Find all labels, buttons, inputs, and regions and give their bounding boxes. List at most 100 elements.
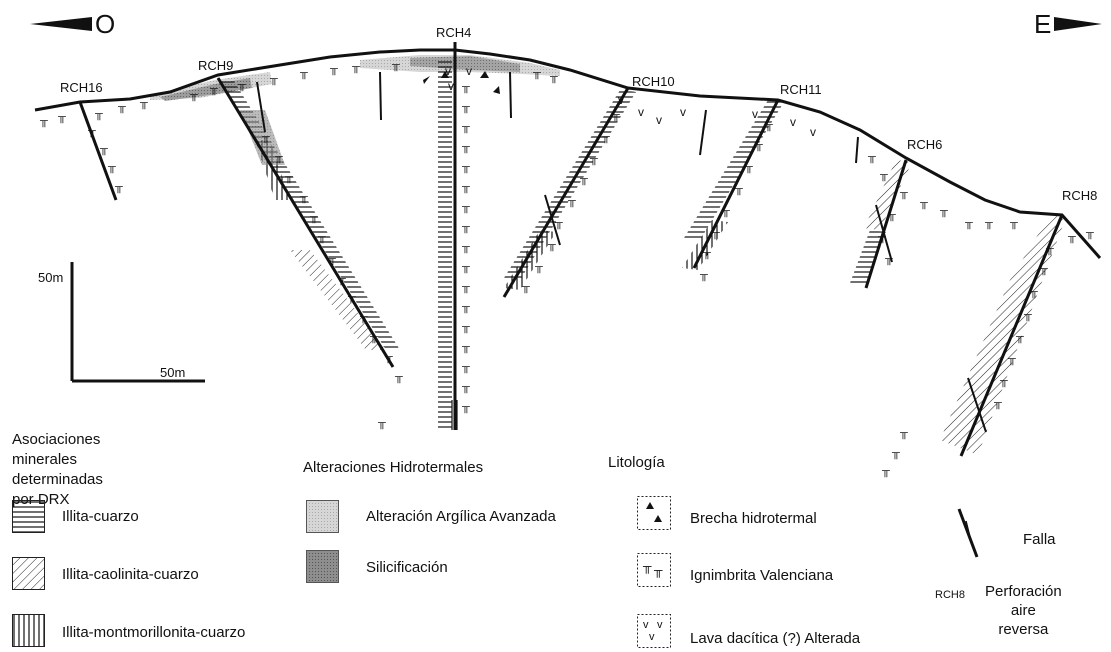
svg-text:╥: ╥ bbox=[884, 253, 893, 266]
svg-text:╥: ╥ bbox=[114, 181, 123, 194]
drillhole-rch11: RCH11 bbox=[682, 82, 822, 270]
svg-text:╥: ╥ bbox=[299, 191, 308, 204]
svg-text:╥: ╥ bbox=[611, 109, 620, 122]
svg-text:╥: ╥ bbox=[984, 217, 993, 230]
svg-text:╥: ╥ bbox=[94, 108, 103, 121]
left-arrow-icon bbox=[30, 17, 92, 31]
svg-text:╥: ╥ bbox=[461, 81, 470, 94]
svg-text:v: v bbox=[790, 115, 796, 129]
svg-text:╥: ╥ bbox=[1085, 227, 1094, 240]
drillhole-type-label: Perforación aire reversa bbox=[985, 583, 1062, 638]
svg-text:╥: ╥ bbox=[702, 247, 711, 260]
svg-text:╥: ╥ bbox=[1029, 286, 1038, 299]
svg-text:╥: ╥ bbox=[269, 73, 278, 86]
drillhole-code-label: RCH8 bbox=[935, 589, 965, 601]
svg-text:v: v bbox=[643, 619, 649, 631]
illita-caolinita-cuarzo-swatch bbox=[12, 557, 45, 590]
svg-text:╥: ╥ bbox=[394, 371, 403, 384]
illita-caolinita-cuarzo-label: Illita-caolinita-cuarzo bbox=[62, 566, 199, 583]
rch8-label: RCH8 bbox=[1062, 188, 1097, 203]
svg-text:╥: ╥ bbox=[919, 197, 928, 210]
svg-text:╥: ╥ bbox=[881, 465, 890, 478]
ignimbrite-swatch: ╥ ╥ bbox=[637, 553, 671, 587]
svg-text:╥: ╥ bbox=[601, 131, 610, 144]
svg-text:╥: ╥ bbox=[899, 427, 908, 440]
drillhole-rch8: RCH8 bbox=[940, 188, 1097, 457]
svg-text:╥: ╥ bbox=[567, 195, 576, 208]
west-direction-indicator: O bbox=[30, 9, 115, 39]
svg-text:╥: ╥ bbox=[384, 351, 393, 364]
svg-text:v: v bbox=[680, 105, 686, 119]
dacitic-lava-swatch: v v v bbox=[637, 614, 671, 648]
svg-text:╥: ╥ bbox=[939, 205, 948, 218]
svg-text:╥: ╥ bbox=[351, 61, 360, 74]
fault-symbol-icon bbox=[957, 508, 979, 558]
svg-text:╥: ╥ bbox=[867, 151, 876, 164]
svg-text:╥: ╥ bbox=[237, 79, 246, 92]
svg-text:╥: ╥ bbox=[579, 173, 588, 186]
svg-text:╥: ╥ bbox=[547, 239, 556, 252]
svg-text:╥: ╥ bbox=[461, 341, 470, 354]
svg-text:╥: ╥ bbox=[887, 209, 896, 222]
svg-text:╥: ╥ bbox=[284, 171, 293, 184]
silicification-label: Silicificación bbox=[366, 559, 448, 576]
drillhole-rch4: RCH4 bbox=[379, 25, 512, 430]
drillhole-rch16: RCH16 bbox=[60, 80, 118, 201]
svg-text:╥: ╥ bbox=[461, 101, 470, 114]
svg-text:╥: ╥ bbox=[653, 563, 663, 578]
svg-text:╥: ╥ bbox=[117, 101, 126, 114]
minerals-heading: Asociaciones minerales determinadas por … bbox=[12, 431, 103, 508]
illita-cuarzo-swatch bbox=[12, 500, 45, 533]
svg-text:v: v bbox=[445, 64, 451, 78]
svg-text:╥: ╥ bbox=[39, 115, 48, 128]
svg-text:╥: ╥ bbox=[999, 375, 1008, 388]
svg-text:╥: ╥ bbox=[461, 321, 470, 334]
svg-text:╥: ╥ bbox=[327, 253, 336, 266]
svg-text:╥: ╥ bbox=[521, 281, 530, 294]
fault-label: Falla bbox=[1023, 531, 1056, 548]
svg-text:╥: ╥ bbox=[189, 89, 198, 102]
svg-text:╥: ╥ bbox=[391, 59, 400, 72]
svg-text:╥: ╥ bbox=[274, 151, 283, 164]
west-label: O bbox=[95, 9, 115, 39]
svg-text:╥: ╥ bbox=[1009, 217, 1018, 230]
svg-text:╥: ╥ bbox=[309, 211, 318, 224]
svg-text:╥: ╥ bbox=[1007, 353, 1016, 366]
svg-text:╥: ╥ bbox=[549, 71, 558, 84]
svg-text:v: v bbox=[656, 113, 662, 127]
svg-text:v: v bbox=[466, 64, 472, 78]
svg-text:╥: ╥ bbox=[1039, 263, 1048, 276]
svg-text:v: v bbox=[657, 619, 663, 631]
svg-text:╥: ╥ bbox=[1045, 243, 1054, 256]
svg-text:╥: ╥ bbox=[329, 63, 338, 76]
svg-text:╥: ╥ bbox=[369, 331, 378, 344]
svg-text:╥: ╥ bbox=[461, 201, 470, 214]
svg-text:╥: ╥ bbox=[337, 273, 346, 286]
east-label: E bbox=[1034, 9, 1051, 39]
drillhole-rch10: RCH10 bbox=[502, 74, 675, 298]
svg-text:╥: ╥ bbox=[764, 119, 773, 132]
drillhole-rch6: RCH6 bbox=[850, 136, 942, 289]
svg-text:╥: ╥ bbox=[377, 417, 386, 430]
svg-text:╥: ╥ bbox=[532, 67, 541, 80]
svg-text:v: v bbox=[810, 125, 816, 139]
ignimbrite-label: Ignimbrita Valenciana bbox=[690, 567, 834, 584]
drillhole-rch9: RCH9 bbox=[198, 58, 400, 368]
svg-text:╥: ╥ bbox=[734, 183, 743, 196]
rch4-label: RCH4 bbox=[436, 25, 471, 40]
svg-text:╥: ╥ bbox=[461, 221, 470, 234]
rch10-label: RCH10 bbox=[632, 74, 675, 89]
svg-text:╥: ╥ bbox=[461, 181, 470, 194]
svg-text:╥: ╥ bbox=[877, 231, 886, 244]
svg-text:╥: ╥ bbox=[461, 361, 470, 374]
surface-silicification-zone-center bbox=[410, 56, 520, 72]
silicification-swatch bbox=[306, 550, 339, 583]
ignimbrite-symbols: ╥╥╥╥╥ ╥╥╥╥ ╥╥╥╥╥╥ ╥╥╥╥╥╥╥╥╥╥╥╥╥ ╥╥╥╥ ╥╥╥… bbox=[39, 59, 1094, 478]
argilic-alteration-swatch bbox=[306, 500, 339, 533]
svg-text:╥: ╥ bbox=[461, 301, 470, 314]
svg-text:╥: ╥ bbox=[461, 261, 470, 274]
svg-text:╥: ╥ bbox=[699, 269, 708, 282]
svg-text:v: v bbox=[752, 107, 758, 121]
